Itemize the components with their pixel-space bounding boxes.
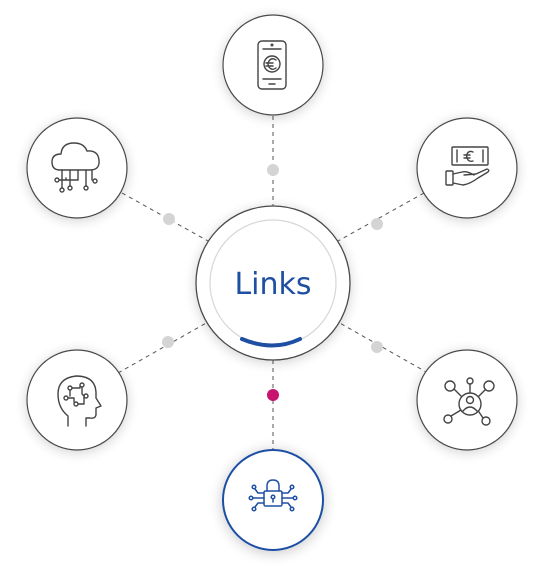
node-upper-right[interactable]	[416, 117, 518, 219]
connector-lower-right	[337, 321, 429, 374]
mobile-euro-payment-icon	[257, 40, 287, 90]
connector-dot-lower-left	[162, 336, 174, 348]
center-hub[interactable]: Links	[195, 205, 351, 361]
user-network-hub-icon	[443, 377, 495, 426]
head-circuit-ai-icon	[57, 375, 102, 427]
connector-upper-right	[337, 192, 425, 242]
center-progress-arc	[240, 337, 302, 348]
node-upper-left[interactable]	[26, 117, 128, 219]
node-bottom-active[interactable]	[222, 449, 324, 551]
cloud-network-icon	[51, 142, 100, 193]
node-lower-left[interactable]	[26, 349, 128, 451]
center-label: Links	[234, 267, 311, 302]
node-lower-right[interactable]	[416, 349, 518, 451]
hand-euro-banknote-icon	[445, 146, 490, 186]
connector-dot-top	[267, 164, 279, 176]
connector-lower-left	[117, 321, 209, 374]
connector-dot-upper-left	[163, 213, 175, 225]
connector-dot-bottom-active	[267, 389, 279, 401]
node-top[interactable]	[222, 14, 324, 116]
connector-dot-lower-right	[371, 341, 383, 353]
connector-dot-upper-right	[371, 218, 383, 230]
padlock-circuit-security-icon	[248, 479, 298, 512]
